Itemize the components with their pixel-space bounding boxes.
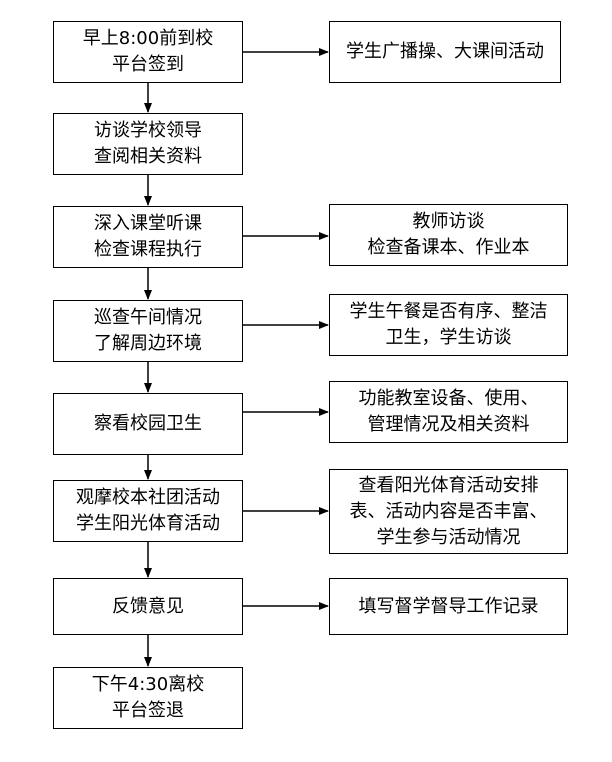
note-line: 功能教室设备、使用、 (358, 388, 539, 409)
step-line: 了解周边环境 (94, 333, 202, 354)
step-line: 观摩校本社团活动 (76, 487, 220, 508)
step-attend-class: 深入课堂听课 检查课程执行 (53, 206, 243, 268)
step-line: 查阅相关资料 (94, 146, 202, 167)
step-line: 察看校园卫生 (94, 413, 202, 434)
step-line: 下午4:30离校 (91, 674, 205, 695)
step-line: 深入课堂听课 (94, 213, 202, 234)
note-line: 学生参与活动情况 (376, 526, 521, 548)
step-line: 反馈意见 (112, 595, 184, 617)
note-morning-exercise: 学生广播操、大课间活动 (329, 21, 561, 83)
step-interview-leaders: 访谈学校领导 查阅相关资料 (53, 113, 243, 175)
step-line: 平台签退 (112, 700, 184, 721)
note-teacher-interview: 教师访谈 检查备课本、作业本 (329, 204, 568, 266)
step-line: 巡查午间情况 (94, 307, 202, 328)
note-line: 填写督学督导工作记录 (358, 595, 539, 617)
step-feedback: 反馈意见 (53, 578, 243, 635)
step-line: 学生阳光体育活动 (76, 513, 220, 534)
note-lunch-order: 学生午餐是否有序、整洁 卫生，学生访谈 (329, 294, 568, 356)
step-arrive-check-in: 早上8:00前到校 平台签到 (53, 21, 243, 83)
note-classroom-equipment: 功能教室设备、使用、 管理情况及相关资料 (329, 381, 568, 443)
note-line: 检查备课本、作业本 (367, 237, 530, 258)
note-sports-schedule: 查看阳光体育活动安排 表、活动内容是否丰富、 学生参与活动情况 (329, 469, 568, 554)
note-fill-record: 填写督学督导工作记录 (329, 578, 568, 635)
step-line: 早上8:00前到校 (82, 28, 214, 49)
step-observe-activities: 观摩校本社团活动 学生阳光体育活动 (53, 480, 243, 542)
note-line: 学生广播操、大课间活动 (346, 41, 544, 62)
note-line: 教师访谈 (412, 211, 485, 232)
note-line: 管理情况及相关资料 (367, 414, 530, 435)
step-check-hygiene: 察看校园卫生 (53, 393, 243, 455)
step-leave-check-out: 下午4:30离校 平台签退 (53, 667, 243, 729)
note-line: 查看阳光体育活动安排 (358, 474, 539, 496)
note-line: 学生午餐是否有序、整洁 (349, 301, 548, 322)
step-line: 访谈学校领导 (94, 120, 202, 141)
step-line: 检查课程执行 (94, 239, 202, 260)
step-line: 平台签到 (112, 54, 184, 75)
step-inspect-noon: 巡查午间情况 了解周边环境 (53, 300, 243, 362)
note-line: 卫生，学生访谈 (385, 327, 512, 348)
note-line: 表、活动内容是否丰富、 (349, 500, 548, 522)
